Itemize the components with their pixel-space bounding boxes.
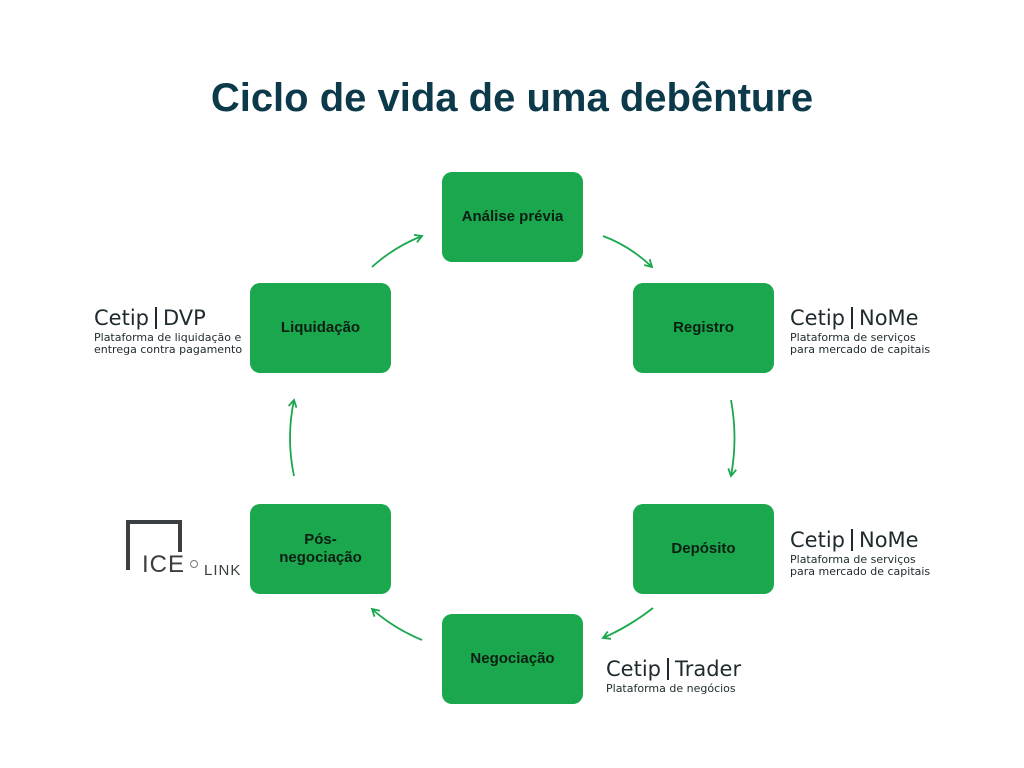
cetip-dvp-logo: Cetip DVP Plataforma de liquidação e entr… — [94, 306, 242, 356]
node-negociacao: Negociação — [442, 614, 583, 704]
node-analise-previa: Análise prévia — [442, 172, 583, 262]
node-label: Liquidação — [280, 319, 361, 336]
logo-product: DVP — [162, 306, 206, 330]
logo-brand: Cetip — [790, 528, 845, 552]
logo-subtitle: Plataforma de liquidação e entrega contr… — [94, 331, 243, 356]
ice-logo-text: ICE — [140, 551, 188, 578]
ice-logo-frame — [126, 520, 182, 570]
arrow-deposito-to-negociacao — [601, 607, 654, 640]
page-title: Ciclo de vida de uma debênture — [210, 76, 814, 120]
logo-brand: Cetip — [790, 306, 845, 330]
logo-subtitle: Plataforma de serviços para mercado de c… — [790, 331, 931, 356]
logo-separator — [850, 307, 853, 329]
node-registro: Registro — [633, 283, 774, 373]
cetip-nome-logo-registro: Cetip NoMe Plataforma de serviços para me… — [790, 306, 930, 356]
node-deposito: Depósito — [633, 504, 774, 594]
node-liquidacao: Liquidação — [250, 283, 391, 373]
node-pos-negociacao: Pós- negociação — [250, 504, 391, 594]
ice-logo-link-text: LINK — [204, 562, 242, 579]
arrow-registro-to-deposito — [727, 399, 737, 478]
node-label: Depósito — [671, 540, 736, 557]
arrow-pos-to-liquidacao — [287, 398, 298, 477]
logo-separator — [154, 307, 157, 329]
node-label: Negociação — [470, 650, 555, 667]
node-label: Análise prévia — [461, 208, 564, 225]
logo-product: NoMe — [858, 528, 919, 552]
logo-separator — [666, 658, 669, 680]
node-label-line1: Pós- — [304, 531, 337, 548]
ice-link-logo: ICE LINK — [124, 518, 244, 580]
cetip-trader-logo: Cetip Trader Plataforma de negócios — [606, 657, 741, 695]
arrow-liquidacao-to-analise — [371, 233, 424, 268]
logo-subtitle: Plataforma de negócios — [606, 682, 736, 695]
logo-brand: Cetip — [606, 657, 661, 681]
arrow-negociacao-to-pos — [370, 607, 423, 641]
logo-subtitle: Plataforma de serviços para mercado de c… — [790, 553, 931, 578]
registered-mark-icon — [190, 560, 198, 568]
logo-brand: Cetip — [94, 306, 149, 330]
node-label: Registro — [673, 319, 734, 336]
node-label-line2: negociação — [279, 549, 362, 566]
logo-product: NoMe — [858, 306, 919, 330]
arrow-analise-to-registro — [602, 235, 654, 269]
logo-separator — [850, 529, 853, 551]
logo-product: Trader — [674, 657, 742, 681]
cetip-nome-logo-deposito: Cetip NoMe Plataforma de serviços para me… — [790, 528, 930, 578]
